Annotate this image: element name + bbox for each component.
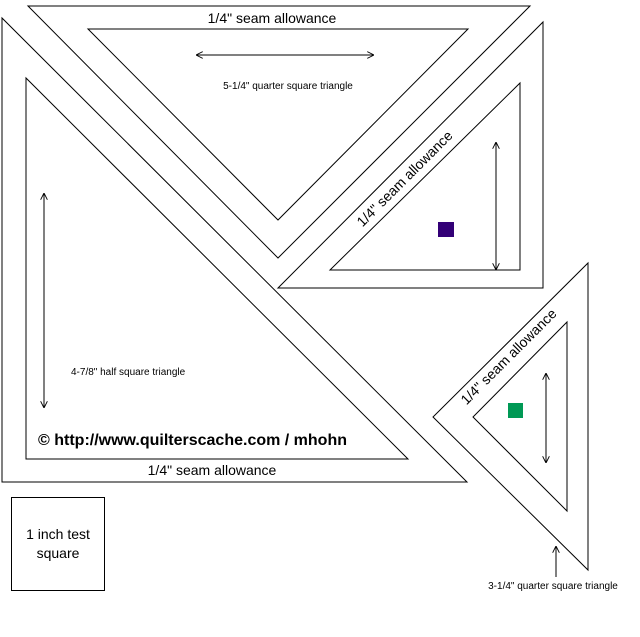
seam-label-bottom: 1/4" seam allowance [148,462,277,478]
test-square: 1 inch test square [11,497,105,591]
seam-label-small: 1/4" seam allowance [457,305,559,407]
seam-label-right-large: 1/4" seam allowance [353,127,455,229]
test-square-label: 1 inch test square [26,526,90,561]
half-triangle-inner [25,76,410,460]
purple-marker [438,222,454,237]
quarter-large-label: 5-1/4" quarter square triangle [223,81,353,92]
quarter-triangle-right-inner [328,81,521,271]
quarter-triangle-top-outer [26,5,532,259]
copyright-label: © http://www.quilterscache.com / mhohn [38,432,347,449]
half-square-label: 4-7/8" half square triangle [71,367,186,378]
quarter-triangle-top-inner [86,28,470,221]
seam-label-top: 1/4" seam allowance [208,10,337,26]
quarter-small-label: 3-1/4" quarter square triangle [488,581,618,592]
small-triangle-outer [432,261,589,572]
half-triangle-outer [1,16,469,483]
quarter-triangle-right-outer [276,20,544,289]
green-marker [508,403,523,418]
small-triangle-inner [472,320,568,513]
